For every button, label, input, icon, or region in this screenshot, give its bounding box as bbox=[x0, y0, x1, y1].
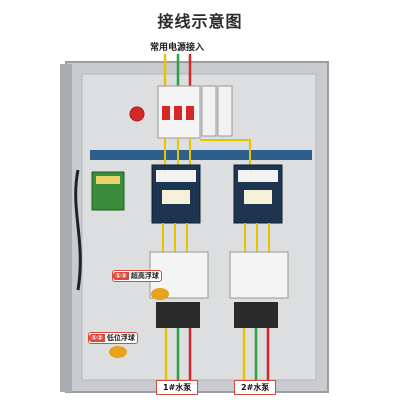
pump-1-label: 1#水泵 bbox=[156, 380, 199, 395]
cabinet-door-edge bbox=[60, 64, 72, 392]
incoming-power-label: 常用电源接入 bbox=[150, 43, 205, 53]
terminal-block-2 bbox=[234, 302, 278, 328]
pump-2-label: 2#水泵 bbox=[234, 380, 277, 395]
terminal-block-1 bbox=[156, 302, 200, 328]
low-float-ball bbox=[109, 346, 127, 358]
aux-breaker-1 bbox=[201, 85, 217, 137]
aux-breaker-2 bbox=[217, 85, 233, 137]
page-title: 接线示意图 bbox=[157, 12, 243, 31]
emergency-stop-button bbox=[129, 106, 145, 122]
high-float-ball bbox=[151, 288, 169, 300]
din-rail bbox=[90, 150, 312, 160]
protector-relay-2 bbox=[229, 251, 289, 299]
